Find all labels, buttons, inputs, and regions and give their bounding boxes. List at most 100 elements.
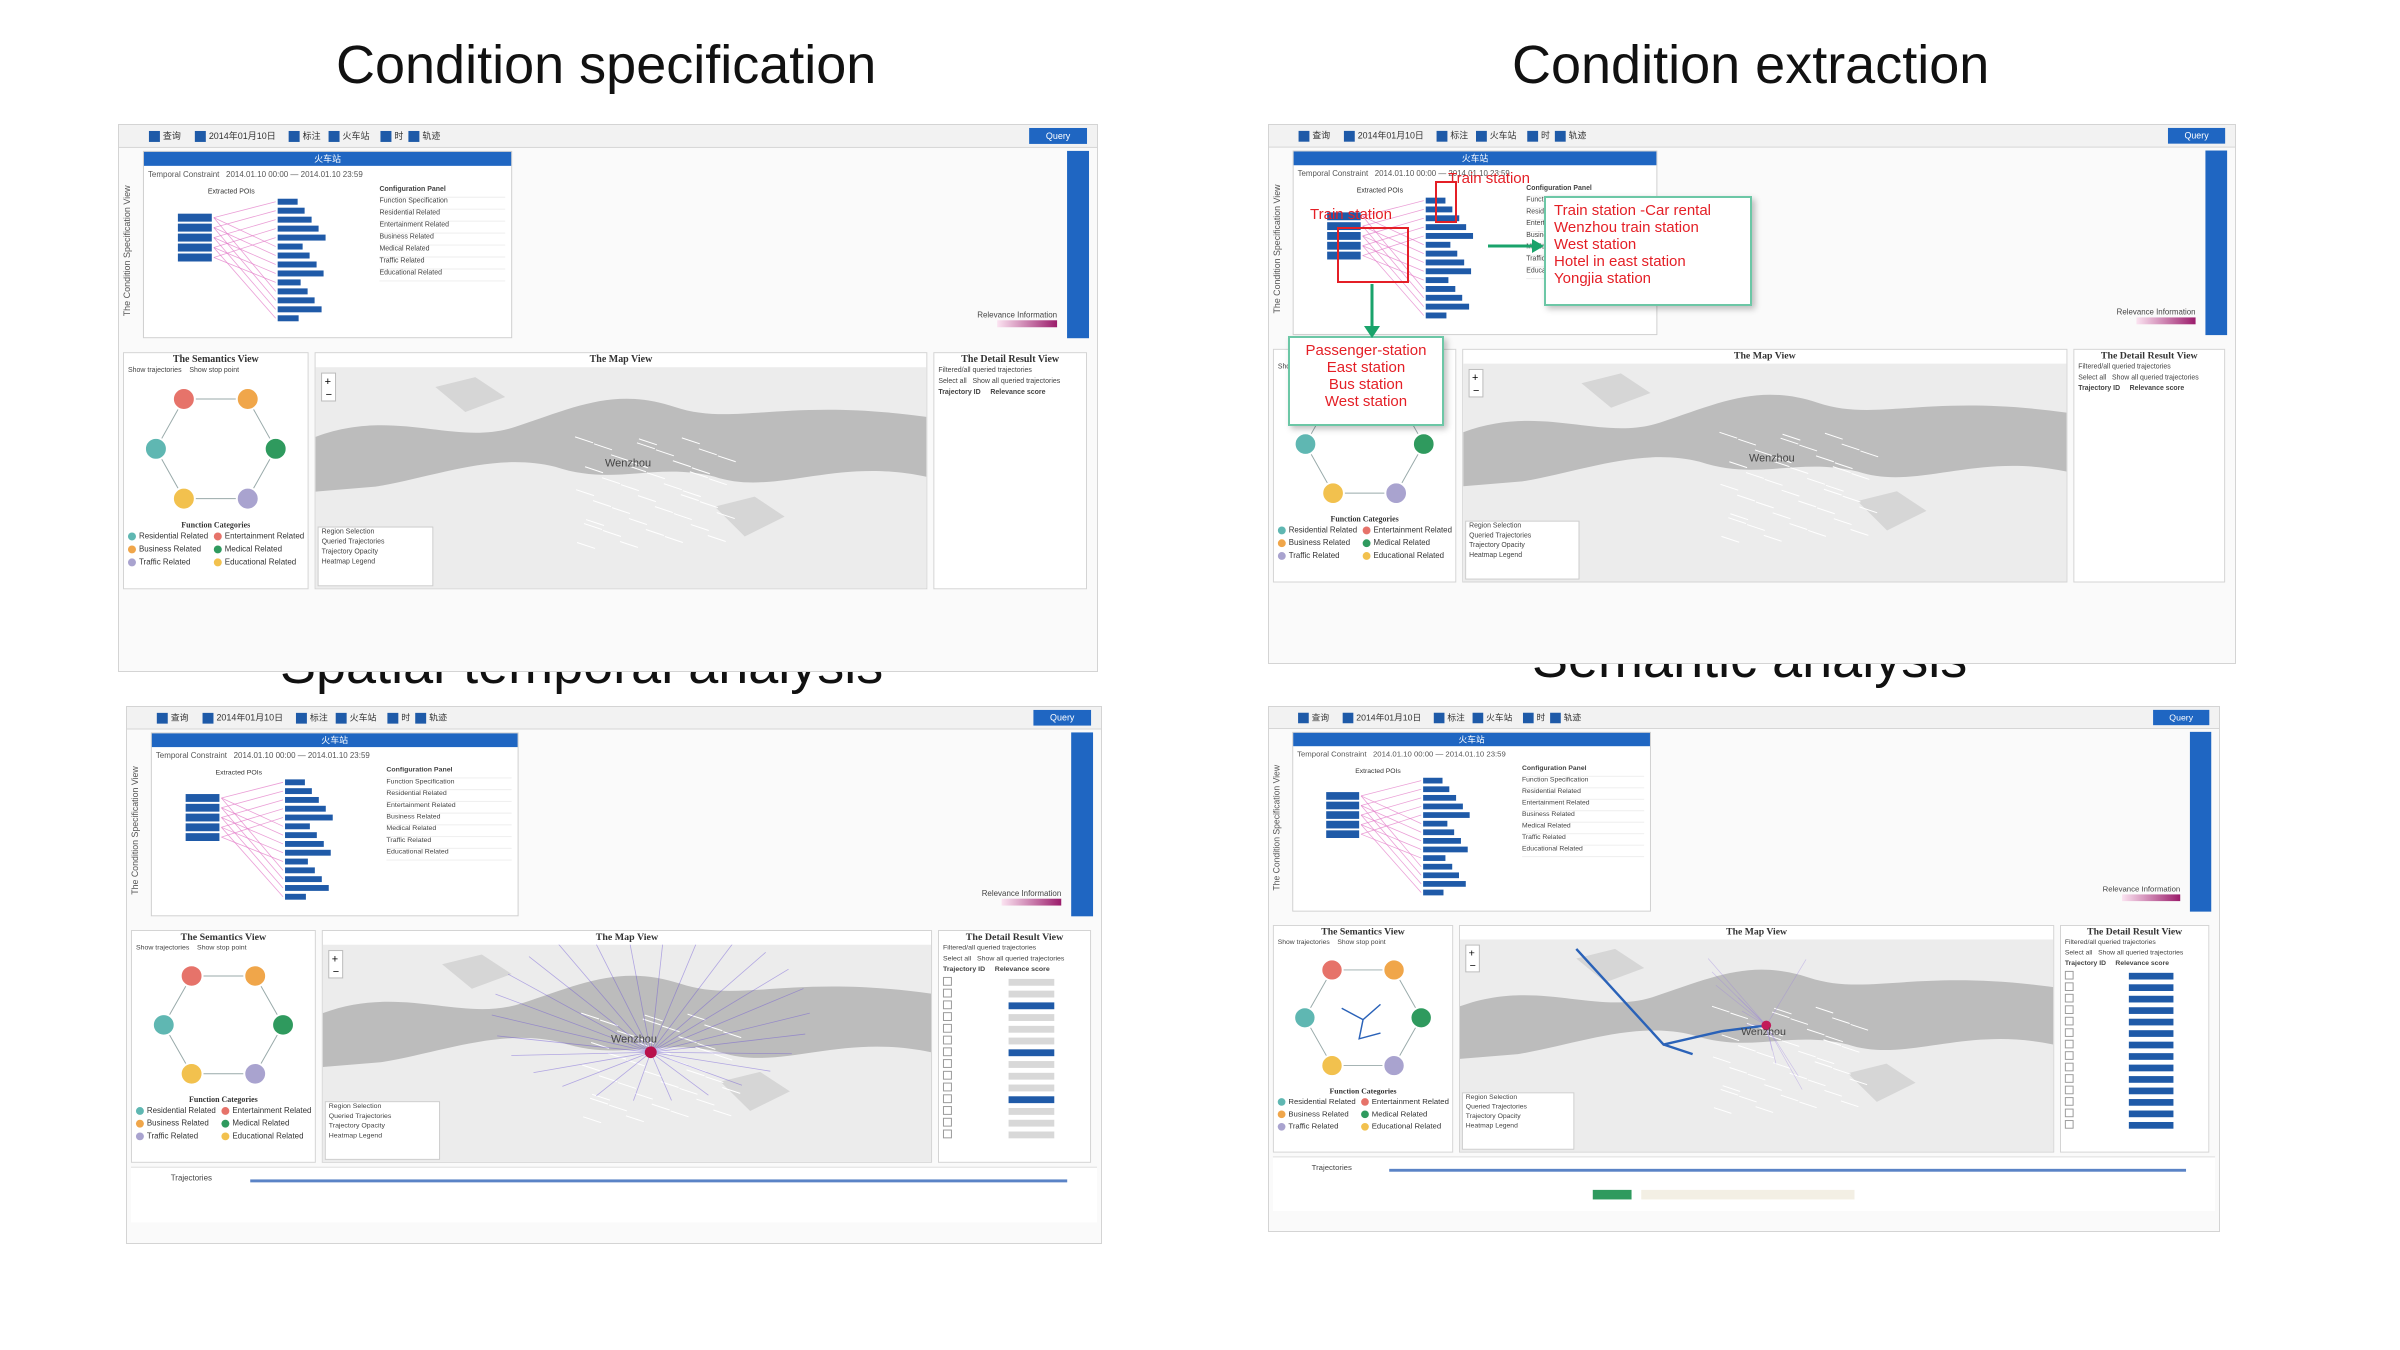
category-node-icon[interactable] [171,387,196,411]
category-legend-item[interactable]: Educational Related [1362,551,1448,564]
time-start[interactable]: 2014.01.10 00:00 [226,169,289,179]
legend-row[interactable]: Region Selection [1465,1094,1518,1101]
category-node-icon[interactable] [1293,432,1318,456]
zoom-in-icon[interactable]: + [1472,372,1478,384]
legend-row[interactable]: Trajectory Opacity [321,548,379,556]
query-button[interactable]: Query [2167,127,2226,144]
poi-bar[interactable] [1425,277,1449,284]
zoom-control[interactable] [1468,368,1484,398]
poi-bar[interactable] [1423,786,1450,793]
poi-bar[interactable] [1423,812,1470,818]
time-end[interactable]: 2014.01.10 23:59 [307,751,370,760]
poi-bar[interactable] [277,279,301,286]
time-start[interactable]: 2014.01.10 00:00 [1374,169,1437,179]
row-checkbox[interactable] [942,976,952,986]
config-row[interactable]: Entertainment Related [379,222,506,234]
poi-bar[interactable] [1423,855,1446,861]
show-stop-toggle[interactable]: Show stop point [1337,939,1386,947]
toolbar-checkbox[interactable]: 轨迹 [408,129,440,143]
category-node-icon[interactable] [1382,1054,1406,1078]
config-row[interactable]: Medical Related [1522,823,1645,835]
zoom-control[interactable] [328,950,344,979]
legend-row[interactable]: Queried Trajectories [328,1112,392,1120]
category-legend-item[interactable]: Entertainment Related [213,532,304,545]
category-legend-item[interactable]: Entertainment Related [1362,526,1452,539]
category-node-icon[interactable] [263,436,288,461]
poi-bar[interactable] [277,288,308,295]
legend-row[interactable]: Region Selection [321,528,375,536]
row-checkbox[interactable] [942,1047,952,1057]
poi-bar[interactable] [277,315,299,322]
table-row[interactable] [939,1129,1090,1142]
category-legend-item[interactable]: Entertainment Related [1361,1097,1449,1109]
tree-node[interactable] [185,833,220,841]
show-trajectories-toggle[interactable]: Show trajectories [1277,939,1330,947]
category-node-icon[interactable] [171,486,196,511]
poi-bar[interactable] [1425,241,1451,248]
row-checkbox[interactable] [2064,1074,2074,1083]
row-checkbox[interactable] [942,988,952,998]
poi-bar[interactable] [1423,829,1455,836]
select-all-checkbox[interactable]: Select all [2064,949,2093,957]
tree-node[interactable] [177,223,212,232]
config-row[interactable]: Entertainment Related [1522,800,1645,812]
poi-bar[interactable] [1425,232,1474,239]
legend-row[interactable]: Heatmap Legend [321,558,376,566]
poi-bar[interactable] [1423,794,1457,801]
timeline-segment[interactable] [1592,1189,1632,1200]
poi-bar[interactable] [1425,286,1456,292]
toolbar-checkbox[interactable]: 2014年01月10日 [194,129,276,143]
poi-bar[interactable] [277,216,312,223]
category-legend-item[interactable]: Business Related [127,544,214,557]
poi-bar[interactable] [285,867,315,874]
poi-bar[interactable] [277,261,317,268]
highlighted-trajectory[interactable] [1575,948,1767,1056]
category-node-icon[interactable] [1411,432,1436,456]
table-row[interactable] [2061,1097,2208,1108]
tree-node[interactable] [1327,232,1361,240]
tree-node[interactable] [185,823,220,832]
category-legend-item[interactable]: Traffic Related [135,1131,221,1144]
toolbar-checkbox[interactable]: 轨迹 [1550,711,1581,724]
legend-row[interactable]: Region Selection [1469,522,1522,530]
poi-bar[interactable] [1423,863,1453,870]
table-row[interactable] [939,1094,1090,1106]
toolbar-checkbox[interactable]: 查询 [1298,711,1329,724]
category-legend-item[interactable]: Medical Related [1361,1110,1444,1122]
poi-bar[interactable] [285,876,322,883]
toolbar-checkbox[interactable]: 时 [1527,129,1550,143]
poi-bar[interactable] [1423,820,1448,827]
select-all-checkbox[interactable]: Select all [942,955,972,963]
zoom-in-icon[interactable]: + [332,953,338,965]
poi-bar[interactable] [277,297,315,304]
timeline-axis[interactable] [250,1179,1068,1183]
poi-bar[interactable] [277,243,303,250]
tree-node[interactable] [1326,792,1360,800]
row-checkbox[interactable] [2064,1028,2074,1037]
table-row[interactable] [2061,1016,2208,1028]
row-checkbox[interactable] [942,1106,952,1115]
poi-bar[interactable] [277,207,305,214]
legend-row[interactable]: Trajectory Opacity [1465,1113,1521,1121]
show-all-toggle[interactable]: Show all queried trajectories [972,378,1061,386]
query-button[interactable]: Query [2153,709,2210,726]
row-checkbox[interactable] [942,1012,952,1021]
legend-row[interactable]: Queried Trajectories [1465,1103,1527,1111]
poi-bar[interactable] [1425,206,1453,213]
zoom-out-icon[interactable]: − [1470,960,1476,972]
table-row[interactable] [2061,993,2208,1005]
config-row[interactable]: Traffic Related [1522,834,1645,846]
legend-row[interactable]: Trajectory Opacity [328,1122,385,1130]
tree-node[interactable] [185,803,220,812]
category-node-icon[interactable] [243,964,268,988]
toolbar-checkbox[interactable]: 2014年01月10日 [1343,129,1424,143]
toolbar-checkbox[interactable]: 时 [387,711,410,725]
category-node-icon[interactable] [143,436,168,461]
tree-node[interactable] [1326,820,1360,829]
toolbar-checkbox[interactable]: 2014年01月10日 [202,711,283,725]
row-checkbox[interactable] [2064,993,2074,1003]
config-row[interactable]: Business Related [386,814,512,826]
tree-node[interactable] [1327,222,1361,231]
toolbar-checkbox[interactable]: 标注 [1433,711,1465,724]
toolbar-checkbox[interactable]: 标注 [295,711,328,725]
